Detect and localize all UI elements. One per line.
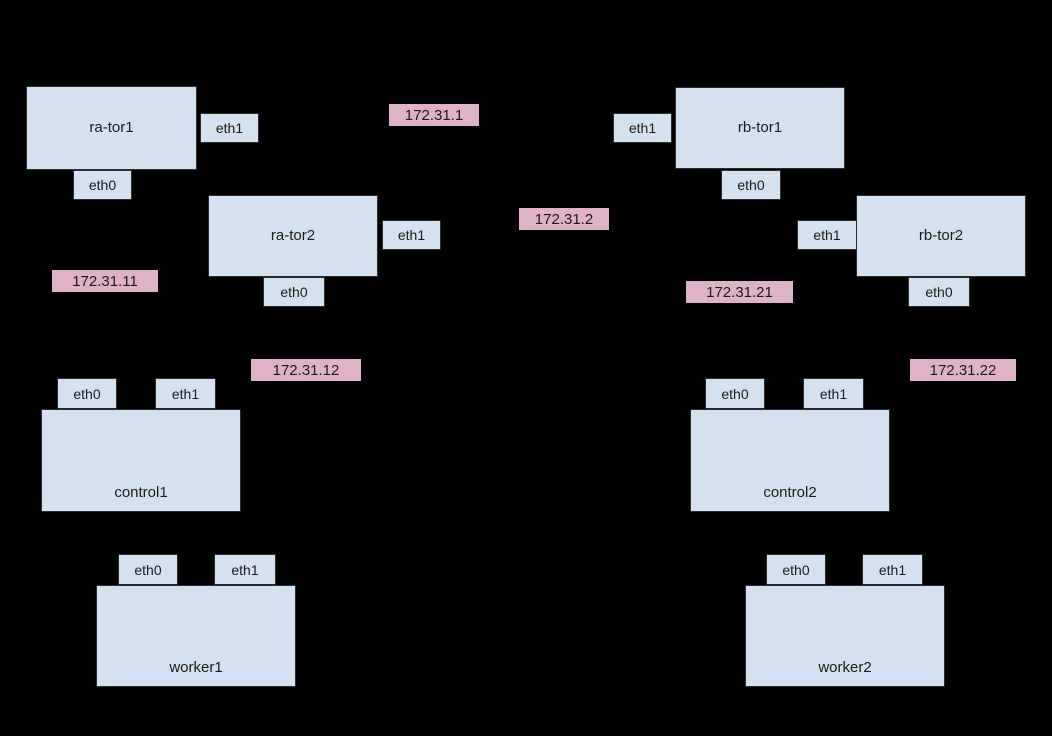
interface-label-ra-tor1-eth0: eth0: [88, 177, 117, 193]
interface-ra-tor1-eth0[interactable]: eth0: [73, 170, 132, 200]
node-rb-tor1[interactable]: rb-tor1: [675, 87, 845, 169]
interface-control2-eth0[interactable]: eth0: [705, 378, 765, 409]
ip-label-ip-172-31-1: 172.31.1: [389, 104, 479, 126]
interface-worker2-eth1[interactable]: eth1: [862, 554, 923, 585]
ip-label-ip-172-31-22: 172.31.22: [910, 359, 1016, 381]
interface-label-rb-tor1-eth0: eth0: [737, 177, 765, 193]
interface-worker1-eth1[interactable]: eth1: [214, 554, 276, 585]
node-label-control2: control2: [763, 483, 817, 501]
interface-label-ra-tor1-eth1: eth1: [215, 120, 244, 136]
interface-rb-tor1-eth0[interactable]: eth0: [721, 170, 781, 200]
interface-worker1-eth0[interactable]: eth0: [118, 554, 178, 585]
interface-rb-tor2-eth0[interactable]: eth0: [908, 277, 970, 307]
ip-label-text-ip-172-31-12: 172.31.12: [272, 361, 340, 379]
node-ra-tor1[interactable]: ra-tor1: [26, 86, 197, 170]
node-worker1[interactable]: worker1: [96, 585, 296, 687]
interface-label-ra-tor2-eth1: eth1: [397, 227, 426, 243]
interface-label-ra-tor2-eth0: eth0: [280, 284, 308, 300]
ip-label-ip-172-31-21: 172.31.21: [686, 281, 793, 303]
interface-control1-eth1[interactable]: eth1: [155, 378, 216, 409]
node-label-worker2: worker2: [818, 658, 872, 676]
node-rb-tor2[interactable]: rb-tor2: [856, 195, 1026, 277]
interface-label-worker2-eth1: eth1: [878, 561, 907, 578]
interface-control2-eth1[interactable]: eth1: [803, 378, 864, 409]
interface-ra-tor2-eth0[interactable]: eth0: [263, 277, 325, 307]
node-label-ra-tor2: ra-tor2: [270, 226, 316, 244]
interface-rb-tor1-eth1[interactable]: eth1: [613, 113, 672, 143]
interface-label-worker2-eth0: eth0: [782, 561, 810, 578]
ip-label-text-ip-172-31-1: 172.31.1: [404, 106, 464, 124]
interface-label-rb-tor1-eth1: eth1: [628, 120, 657, 136]
node-label-rb-tor2: rb-tor2: [918, 226, 964, 244]
node-worker2[interactable]: worker2: [745, 585, 945, 687]
node-label-rb-tor1: rb-tor1: [737, 118, 783, 136]
interface-label-control2-eth1: eth1: [819, 385, 848, 402]
node-label-control1: control1: [114, 483, 168, 501]
interface-label-worker1-eth1: eth1: [231, 561, 259, 578]
interface-label-worker1-eth0: eth0: [134, 561, 162, 578]
ip-label-text-ip-172-31-2: 172.31.2: [534, 210, 594, 228]
node-label-worker1: worker1: [169, 658, 223, 676]
interface-control1-eth0[interactable]: eth0: [57, 378, 117, 409]
interface-label-rb-tor2-eth1: eth1: [813, 227, 841, 243]
interface-ra-tor1-eth1[interactable]: eth1: [200, 113, 259, 143]
ip-label-text-ip-172-31-22: 172.31.22: [929, 361, 997, 379]
interface-rb-tor2-eth1[interactable]: eth1: [797, 220, 857, 250]
ip-label-ip-172-31-11: 172.31.11: [52, 270, 158, 292]
node-control1[interactable]: control1: [41, 409, 241, 512]
interface-label-control2-eth0: eth0: [721, 385, 749, 402]
node-label-ra-tor1: ra-tor1: [89, 118, 134, 136]
interface-worker2-eth0[interactable]: eth0: [766, 554, 826, 585]
ip-label-ip-172-31-12: 172.31.12: [251, 359, 361, 381]
interface-label-control1-eth0: eth0: [73, 385, 101, 402]
interface-label-control1-eth1: eth1: [171, 385, 200, 402]
ip-label-text-ip-172-31-21: 172.31.21: [706, 283, 773, 301]
interface-ra-tor2-eth1[interactable]: eth1: [382, 220, 441, 250]
node-control2[interactable]: control2: [690, 409, 890, 512]
ip-label-text-ip-172-31-11: 172.31.11: [72, 272, 138, 290]
ip-label-ip-172-31-2: 172.31.2: [519, 208, 609, 230]
interface-label-rb-tor2-eth0: eth0: [925, 284, 953, 300]
node-ra-tor2[interactable]: ra-tor2: [208, 195, 378, 277]
